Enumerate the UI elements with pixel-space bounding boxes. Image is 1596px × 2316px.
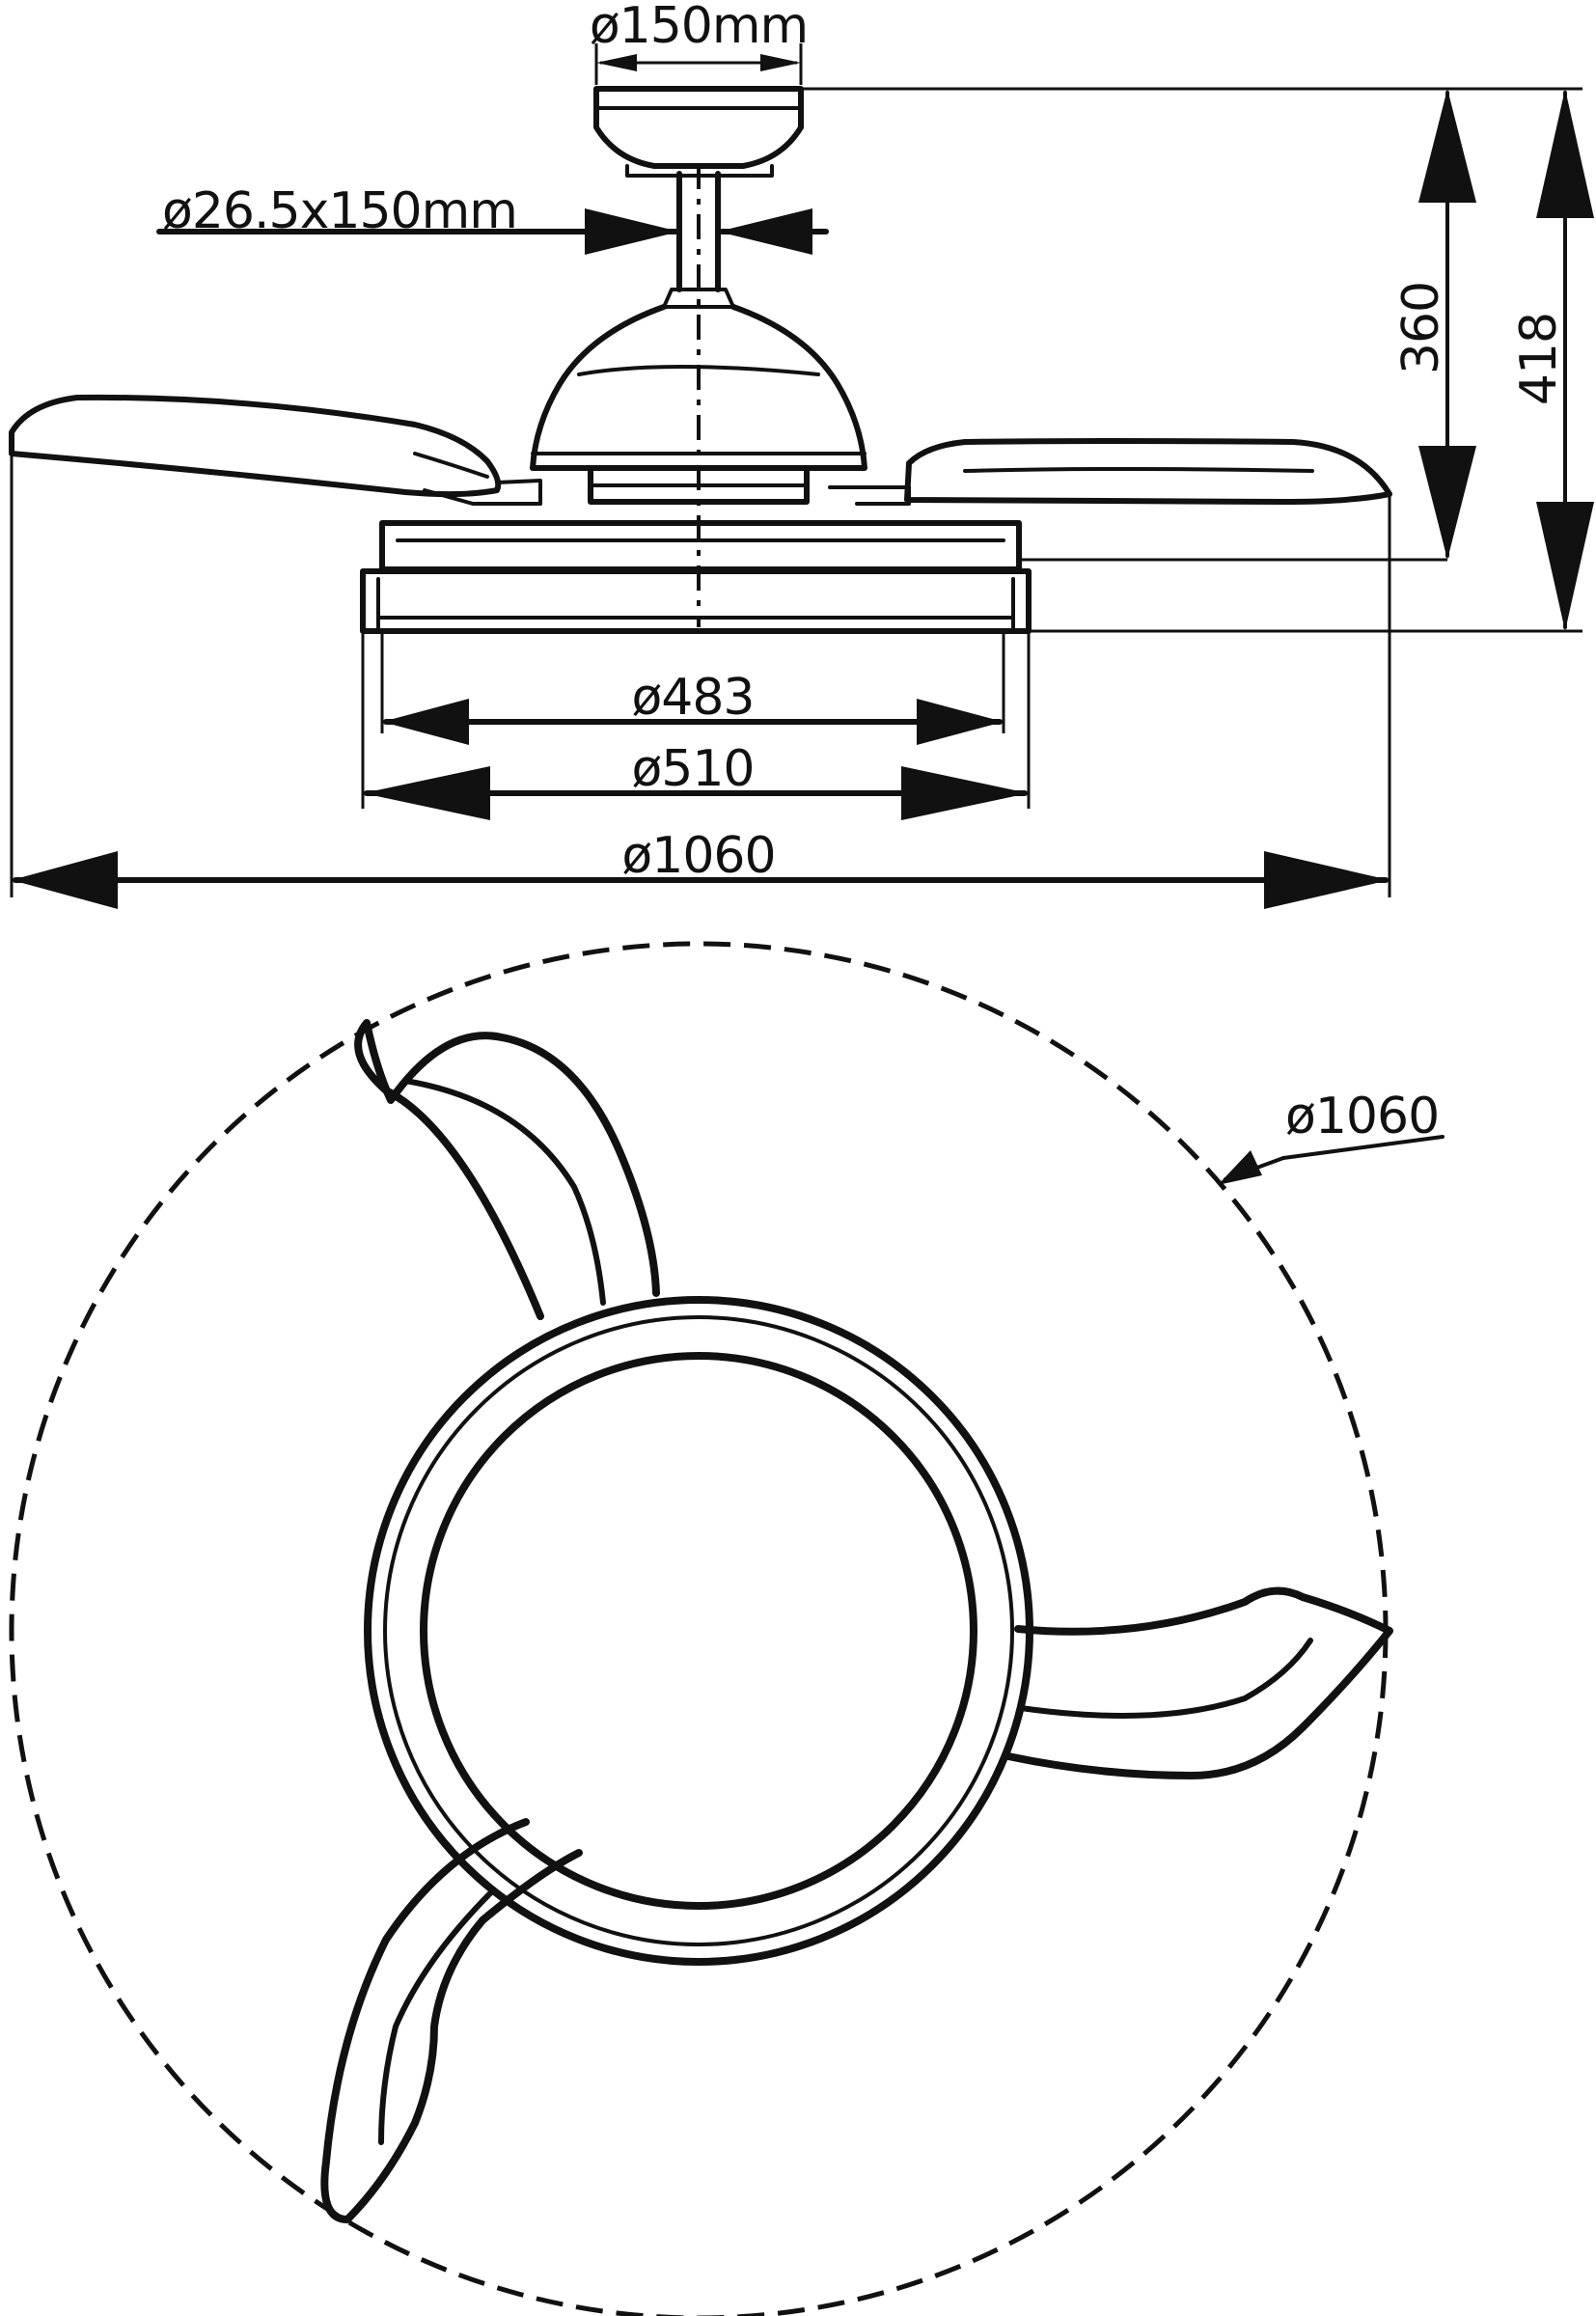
canopy-diameter-label: ø150mm <box>590 0 808 55</box>
right-blade <box>828 438 1392 506</box>
span-top-label: ø1060 <box>1285 1088 1439 1145</box>
side-view: ø150mm ø26.5x150mm 360 418 ø483 ø510 ø10… <box>9 0 1594 909</box>
housing-outer-ring <box>364 1296 1033 1966</box>
body-diameter-label: ø510 <box>631 740 754 798</box>
span-side-label: ø1060 <box>621 827 775 885</box>
light-housing <box>360 520 1032 634</box>
extension-lines <box>10 43 1582 897</box>
height-418-label: 418 <box>1510 313 1568 405</box>
blade-bottom-left <box>320 1818 583 2223</box>
height-360-label: 360 <box>1392 282 1450 374</box>
blade-right <box>1004 1586 1393 1779</box>
light-panel-ring <box>420 1352 977 1910</box>
canopy <box>593 86 804 178</box>
left-blade <box>9 394 542 506</box>
downrod-dimension-label: ø26.5x150mm <box>162 182 517 240</box>
light-diameter-label: ø483 <box>631 669 754 727</box>
blade-top <box>354 1019 660 1320</box>
span-leader <box>1218 1135 1445 1185</box>
housing-mid-ring <box>383 1315 1014 1946</box>
dimension-lines <box>12 54 1594 909</box>
blade-sweep-circle <box>9 941 1389 2316</box>
top-view: ø1060 <box>9 941 1445 2316</box>
